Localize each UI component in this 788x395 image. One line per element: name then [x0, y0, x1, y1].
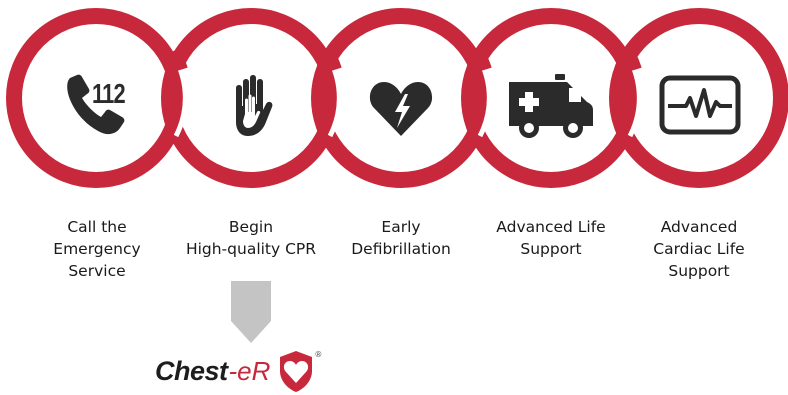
step-label-cardiac-life-support: Advanced Cardiac Life Support [653, 218, 745, 280]
ambulance-icon [509, 74, 593, 138]
step-label-advanced-life-support: Advanced Life Support [496, 218, 606, 258]
ring-4 [461, 8, 641, 188]
registered-mark: ® [314, 350, 323, 359]
chain-of-survival-rings: 112 [6, 8, 788, 188]
ecg-monitor-icon [659, 75, 741, 135]
step-label-call: Call the Emergency Service [53, 218, 141, 280]
down-arrow-icon [231, 281, 271, 343]
phone-icon: 112 [67, 74, 126, 135]
ring-3 [311, 8, 491, 188]
shield-heart-icon [280, 351, 313, 392]
hand-icon [236, 75, 273, 136]
step-label-cpr: Begin High-quality CPR [185, 218, 317, 258]
ring-2 [161, 8, 341, 188]
ring-1 [6, 8, 186, 188]
phone-number: 112 [92, 78, 125, 109]
ring-5 [609, 8, 788, 188]
step-label-defibrillation: Early Defibrillation [351, 218, 451, 258]
heart-lightning-icon [369, 82, 433, 136]
logo-er-text: -eR [228, 355, 271, 386]
logo-chest-text: Chest [155, 355, 228, 386]
chest-er-logo: Chest -eR ® [155, 348, 322, 394]
